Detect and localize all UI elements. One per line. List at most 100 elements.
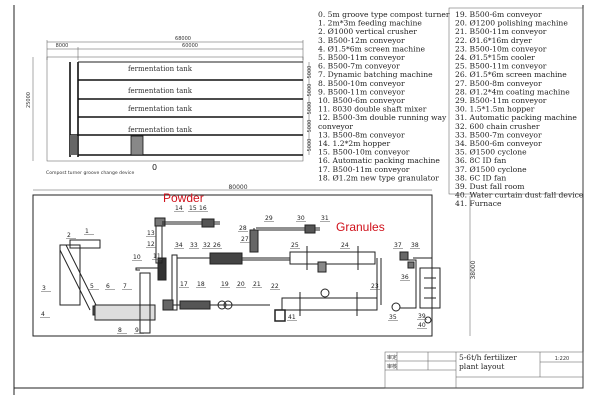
callout-31: 31 xyxy=(321,215,329,222)
dim-tank-length: 60000 xyxy=(182,43,198,49)
legend-item: 26. Ø1.5*6m screen machine xyxy=(455,70,567,79)
callout-5: 5 xyxy=(90,283,94,290)
dim-tank-width-5: 5000 xyxy=(307,139,313,152)
callout-38: 38 xyxy=(411,242,419,249)
legend-item: conveyor xyxy=(318,122,353,131)
callout-26: 26 xyxy=(213,242,221,249)
callout-23: 23 xyxy=(371,283,379,290)
legend-item: 39. Dust fall room xyxy=(455,182,524,191)
callout-10: 10 xyxy=(133,254,141,261)
tank-label-1: fermentation tank xyxy=(128,65,193,73)
legend-item: 33. B500-7m conveyor xyxy=(455,130,542,139)
callout-19: 19 xyxy=(221,281,229,288)
process-layout: 80000 38000 Powder Granules xyxy=(32,184,477,337)
tank-label-2: fermentation tank xyxy=(128,87,193,95)
legend-item: 2. Ø1000 vertical crusher xyxy=(318,27,417,36)
legend-item: 4. Ø1.5*6m screen machine xyxy=(318,44,425,53)
legend-item: 23. B500-10m conveyor xyxy=(455,44,547,53)
callout-2: 2 xyxy=(67,232,71,239)
callout-28: 28 xyxy=(239,225,247,232)
compost-turner xyxy=(130,135,144,156)
dim-tank-width-3: 5000 xyxy=(307,102,313,115)
callout-30: 30 xyxy=(297,215,305,222)
legend-item: 32. 600 chain crusher xyxy=(455,122,540,131)
tank-label-3: fermentation tank xyxy=(128,105,193,113)
dim-height: 25000 xyxy=(26,92,32,108)
legend-item: 28. Ø1.2*4m coating machine xyxy=(455,87,570,96)
callout-35: 35 xyxy=(389,314,397,321)
legend-item: 41. Furnace xyxy=(455,199,502,208)
legend-item: 6. B500-7m conveyor xyxy=(318,62,400,71)
tank-label-4: fermentation tank xyxy=(128,126,193,134)
legend-item: 36. 8C ID fan xyxy=(455,156,506,165)
legend-item: 11. 8030 double shaft mixer xyxy=(318,105,427,114)
callout-20: 20 xyxy=(237,281,245,288)
callout-39: 39 xyxy=(418,313,426,320)
legend-item: 17. B500-11m conveyor xyxy=(318,165,410,174)
legend-item: 13. B500-8m conveyor xyxy=(318,130,405,139)
callout-25: 25 xyxy=(291,242,299,249)
legend-item: 20. Ø1200 polishing machine xyxy=(455,19,568,28)
legend-item: 9. B500-11m conveyor xyxy=(318,87,405,96)
drawing-title-line1: 5-6t/h fertilizer xyxy=(459,353,517,362)
turner-label: 0 xyxy=(152,163,157,172)
callout-33: 33 xyxy=(190,242,198,249)
legend-item: 3. B500-12m conveyor xyxy=(318,36,405,45)
legend-item: 35. Ø1500 cyclone xyxy=(455,148,527,157)
legend-item: 21. B500-11m conveyor xyxy=(455,27,547,36)
callout-14: 14 xyxy=(175,205,183,212)
callout-15: 15 xyxy=(189,205,197,212)
callout-18: 18 xyxy=(197,281,205,288)
legend-item: 38. 6C ID fan xyxy=(455,173,506,182)
callout-3: 3 xyxy=(42,285,46,292)
callout-11: 11 xyxy=(153,253,161,260)
legend-item: 19. B500-6m conveyor xyxy=(455,10,542,19)
legend-item: 12. B500-3m double running way xyxy=(318,113,447,122)
legend-item: 30. 1.5*1.5m hopper xyxy=(455,105,535,114)
title-block: 审定 审核 5-6t/h fertilizer plant layout 1:2… xyxy=(384,351,584,389)
callout-1: 1 xyxy=(85,228,89,235)
legend-item: 29. B500-11m conveyor xyxy=(455,96,547,105)
callout-17: 17 xyxy=(180,281,188,288)
callout-29: 29 xyxy=(265,215,273,222)
callout-9: 9 xyxy=(135,327,139,334)
callout-16: 16 xyxy=(199,205,207,212)
dim-tank-width-4: 5000 xyxy=(307,120,313,133)
fermentation-plan: 68000 8000 60000 25000 fermentation tank… xyxy=(26,36,313,176)
callout-41: 41 xyxy=(288,314,296,321)
legend-item: 31. Automatic packing machine xyxy=(455,113,577,122)
callout-34: 34 xyxy=(175,242,183,249)
legend-item: 37. Ø1500 cyclone xyxy=(455,165,527,174)
legend-item: 24. Ø1.5*15m cooler xyxy=(455,53,535,62)
callout-40: 40 xyxy=(418,322,426,329)
drawing-title-line2: plant layout xyxy=(459,362,504,371)
legend-item: 0. 5m groove type compost turner xyxy=(318,10,450,19)
callout-22: 22 xyxy=(271,283,279,290)
row1-label: 审定 xyxy=(387,354,397,361)
callout-32: 32 xyxy=(203,242,211,249)
callout-12: 12 xyxy=(147,241,155,248)
callout-7: 7 xyxy=(123,283,127,290)
callout-8: 8 xyxy=(118,327,122,334)
callout-21: 21 xyxy=(253,281,261,288)
legend-item: 40. Water curtain dust fall device xyxy=(455,191,584,200)
dim-left-width: 8000 xyxy=(56,43,69,49)
legend-item: 15. B500-10m conveyor xyxy=(318,148,410,157)
legend-item: 22. Ø1.6*16m dryer xyxy=(455,36,532,45)
legend-item: 25. B500-11m conveyor xyxy=(455,62,547,71)
callout-27: 27 xyxy=(241,236,249,243)
dim-layout-width: 80000 xyxy=(228,184,247,191)
granules-label: Granules xyxy=(336,220,385,234)
callout-4: 4 xyxy=(41,311,45,318)
dim-layout-height: 38000 xyxy=(470,260,477,279)
legend-item: 10. B500-6m conveyor xyxy=(318,96,405,105)
turner-caption: Compost turner groove change device xyxy=(46,170,134,176)
powder-label: Powder xyxy=(163,191,204,205)
legend-item: 14. 1.2*2m hopper xyxy=(318,139,390,148)
row2-label: 审核 xyxy=(387,363,397,370)
callout-13: 13 xyxy=(147,230,155,237)
dim-tank-width-2: 5000 xyxy=(307,84,313,97)
callout-36: 36 xyxy=(401,274,409,281)
